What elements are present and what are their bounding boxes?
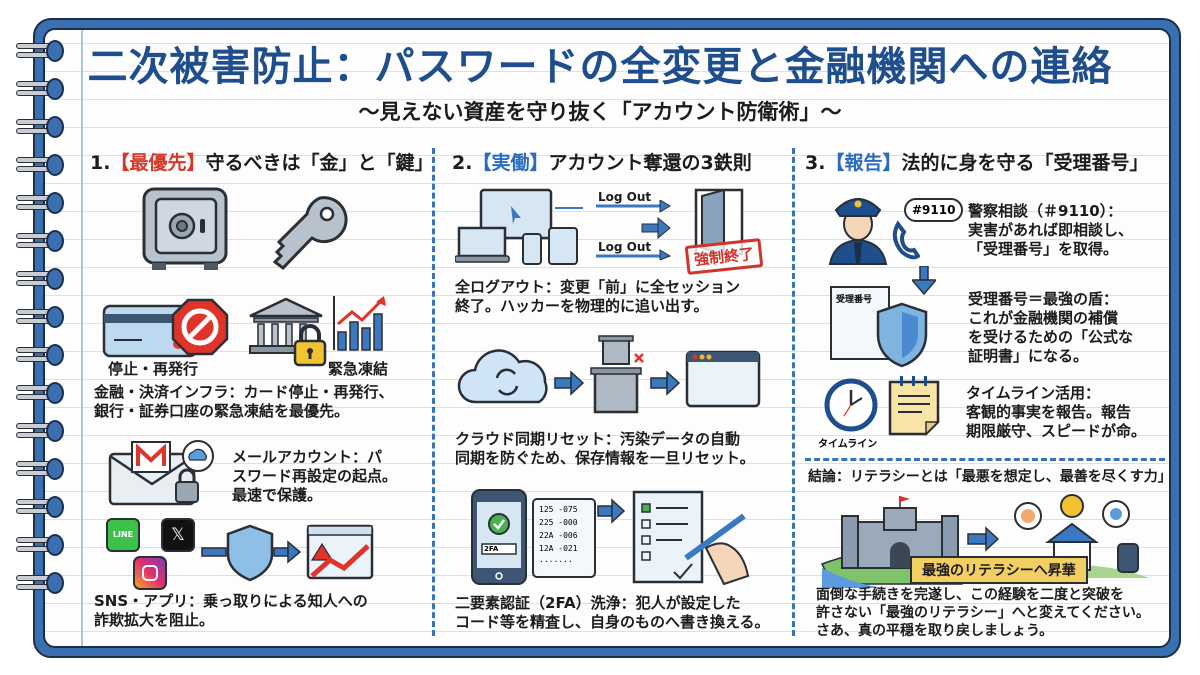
ring-icon	[16, 268, 64, 290]
devices-icon	[455, 188, 583, 265]
padlock-icon	[293, 324, 327, 367]
police-officer-icon	[828, 198, 888, 265]
code-line: 225 -000	[539, 518, 578, 527]
key-icon	[272, 196, 348, 270]
checklist-pen-icon	[597, 490, 750, 586]
ring-icon	[16, 534, 64, 556]
ring-icon	[16, 420, 64, 442]
section-1: 1.【最優先】守るべきは「金」と「鍵」	[90, 148, 433, 175]
logout-arrows-icon	[596, 200, 672, 260]
ring-icon	[16, 230, 64, 252]
receipt-doc-label: 受理番号	[836, 295, 873, 305]
code-line: 12A -021	[539, 544, 578, 553]
financial-infra-text: 金融・決済インフラ：カード停止・再発行、銀行・証券口座の緊急凍結を最優先。	[94, 383, 394, 420]
section-number: 1.	[90, 152, 111, 174]
logout-label: Log Out	[598, 190, 652, 204]
section-title: アカウント奪還の3鉄則	[548, 152, 752, 174]
ring-icon	[16, 344, 64, 366]
code-line: ·······	[539, 557, 573, 566]
2fa-cleanup-text: 二要素認証（2FA）洗浄：犯人が設定したコード等を精査し、自身のものへ書き換える…	[455, 594, 770, 631]
receipt-number-text: 受理番号＝最強の盾：これが金融機関の補償を受けるための「公式な証明書」になる。	[968, 290, 1134, 365]
cloud-sync-reset-text: クラウド同期リセット：汚染データの自動同期を防ぐため、保存情報を一旦リセット。	[455, 430, 755, 467]
ring-icon	[16, 306, 64, 328]
spiral-binding	[16, 40, 66, 640]
cloud-sync-reset-flow-icon	[457, 335, 761, 414]
police-consult-text: 警察相談（＃9110）：実害があれば即相談し、「受理番号」を取得。	[968, 202, 1134, 258]
stop-reissue-label: 停止・再発行	[108, 360, 199, 378]
section-2-heading: 2.【実働】アカウント奪還の3鉄則	[452, 148, 787, 175]
bar-chart-icon	[333, 296, 386, 351]
column-divider	[432, 148, 435, 636]
page-title: 二次被害防止：パスワードの全変更と金融機関への連絡	[87, 44, 1113, 90]
conclusion-divider	[805, 458, 1165, 461]
sns-app-text: SNS・アプリ：乗っ取りによる知人への詐欺拡大を阻止。	[94, 592, 368, 629]
timeline-text: タイムライン活用：客観的事実を報告。報告期限厳守、スピードが命。	[966, 384, 1147, 440]
clock-icon	[824, 378, 878, 432]
ring-icon	[16, 116, 64, 138]
twofa-label: 2FA	[484, 545, 499, 553]
bank-icon	[249, 297, 323, 354]
logout-label: Log Out	[598, 240, 652, 254]
safe-icon	[142, 187, 228, 270]
section-1-heading: 1.【最優先】守るべきは「金」と「鍵」	[90, 148, 433, 175]
section-title: 守るべきは「金」と「鍵」	[205, 152, 434, 174]
margin-line	[81, 30, 83, 646]
section-3-heading: 3.【報告】法的に身を守る「受理番号」	[805, 148, 1165, 175]
column-divider	[792, 148, 795, 636]
phone-icon	[892, 220, 920, 260]
ring-icon	[16, 458, 64, 480]
email-account-text: メールアカウント：パスワード再設定の起点。最速で保護。	[232, 448, 398, 504]
x-app-icon: 𝕏	[161, 518, 195, 552]
section-2: 2.【実働】アカウント奪還の3鉄則	[452, 148, 787, 175]
ring-icon	[16, 572, 64, 594]
backup-codes-bubble: 125 -075 225 -000 22A -006 12A -021 ····…	[532, 498, 596, 578]
ring-icon	[16, 40, 64, 62]
timeline-label: タイムライン	[818, 439, 878, 450]
section-tag: 【最優先】	[110, 152, 206, 174]
full-logout-text: 全ログアウト：変更「前」に全セッション終了。ハッカーを物理的に追い出す。	[455, 278, 741, 315]
section-title: 法的に身を守る「受理番号」	[901, 152, 1149, 174]
section-number: 2.	[452, 152, 473, 174]
section-3: 3.【報告】法的に身を守る「受理番号」	[805, 148, 1165, 175]
page-subtitle: 〜見えない資産を守り抜く「アカウント防衛術」〜	[358, 100, 842, 124]
section-tag: 【実働】	[472, 152, 549, 174]
instagram-icon	[133, 556, 167, 590]
sns-protection-flow-icon	[201, 524, 374, 582]
down-arrow-icon	[912, 266, 936, 296]
conclusion-heading: 結論：リテラシーとは「最悪を想定し、最善を尽くす力」	[808, 469, 1172, 485]
code-line: 22A -006	[539, 531, 578, 540]
code-line: 125 -075	[539, 505, 578, 514]
emergency-freeze-label: 緊急凍結	[328, 360, 389, 378]
conclusion-text: 面倒な手続きを完遂し、この経験を二度と突破を許さない「最強のリテラシー」へと変え…	[816, 587, 1150, 639]
shield-icon	[876, 302, 928, 368]
notepad-icon	[888, 376, 940, 436]
ring-icon	[16, 382, 64, 404]
ring-icon	[16, 192, 64, 214]
literacy-banner: 最強のリテラシーへ昇華	[910, 556, 1088, 584]
ring-icon	[16, 496, 64, 518]
smartphone-2fa-icon	[471, 489, 527, 585]
section-tag: 【報告】	[825, 152, 902, 174]
email-icon	[108, 440, 214, 506]
ring-icon	[16, 78, 64, 100]
police-hotline-bubble: #9110	[904, 198, 964, 222]
stop-sign-icon	[171, 298, 229, 356]
ring-icon	[16, 154, 64, 176]
section-number: 3.	[805, 152, 826, 174]
line-app-icon: LINE	[106, 518, 140, 552]
